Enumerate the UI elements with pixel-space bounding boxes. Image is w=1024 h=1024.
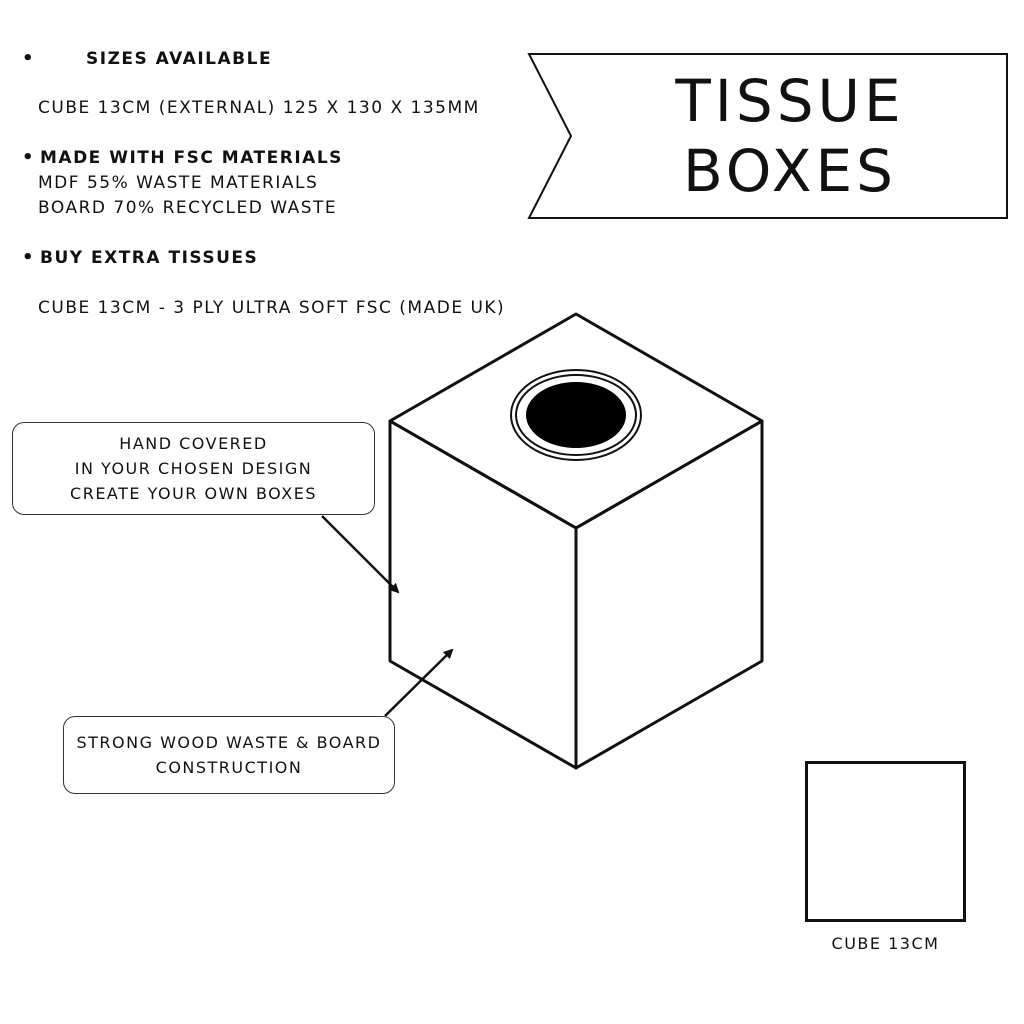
size-swatch-label: CUBE 13CM [831, 934, 940, 953]
cover-arrow [321, 515, 400, 594]
size-swatch-square [805, 761, 966, 922]
title-banner [527, 53, 1008, 219]
sizes-heading: SIZES AVAILABLE [86, 49, 273, 69]
title-line-2: BOXES [683, 137, 897, 205]
tissue-opening-icon [510, 369, 642, 461]
cube-right-face [574, 419, 764, 770]
materials-line-board: BOARD 70% RECYCLED WASTE [38, 198, 338, 218]
cube-outline [388, 312, 764, 770]
title-line-1: TISSUE [675, 67, 905, 135]
construction-arrow [384, 648, 454, 717]
bullet-dot: • [22, 247, 34, 268]
cover-callout-line-2: IN YOUR CHOSEN DESIGN [74, 459, 313, 478]
construction-callout-line-1: STRONG WOOD WASTE & BOARD [76, 733, 382, 752]
materials-heading: MADE WITH FSC MATERIALS [40, 148, 343, 168]
page-title: TISSUE BOXES [560, 66, 1020, 206]
sizes-detail: CUBE 13CM (EXTERNAL) 125 X 130 X 135MM [38, 98, 480, 118]
bullet-dot: • [22, 48, 34, 69]
materials-line-mdf: MDF 55% WASTE MATERIALS [38, 173, 319, 193]
cube-left-face [388, 419, 578, 770]
bullet-dot: • [22, 147, 34, 168]
cover-callout-line-3: CREATE YOUR OWN BOXES [70, 484, 317, 503]
tissues-heading: BUY EXTRA TISSUES [40, 248, 259, 268]
construction-callout-line-2: CONSTRUCTION [155, 758, 303, 777]
cover-callout-line-1: HAND COVERED [119, 434, 268, 453]
construction-callout: STRONG WOOD WASTE & BOARD CONSTRUCTION [63, 716, 395, 794]
tissues-detail: CUBE 13CM - 3 PLY ULTRA SOFT FSC (MADE U… [38, 298, 506, 318]
cover-callout: HAND COVERED IN YOUR CHOSEN DESIGN CREAT… [12, 422, 375, 515]
